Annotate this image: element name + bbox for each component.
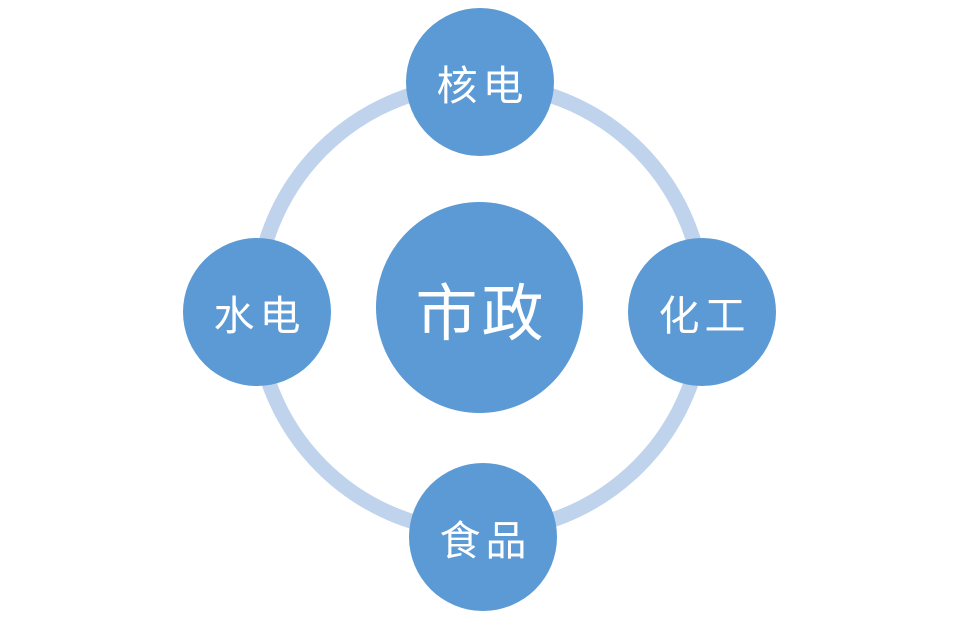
diagram-node-center: 市政 — [376, 202, 583, 413]
diagram-node-center-label: 市政 — [415, 279, 548, 349]
diagram-node-right: 化工 — [628, 238, 776, 386]
diagram-node-left-label: 水电 — [213, 293, 306, 339]
diagram-node-bottom: 食品 — [409, 463, 557, 611]
diagram-node-top: 核电 — [406, 8, 554, 156]
diagram-node-right-label: 化工 — [658, 293, 751, 339]
diagram-node-bottom-label: 食品 — [439, 518, 532, 564]
diagram-node-top-label: 核电 — [436, 63, 529, 109]
diagram-node-left: 水电 — [183, 238, 331, 386]
